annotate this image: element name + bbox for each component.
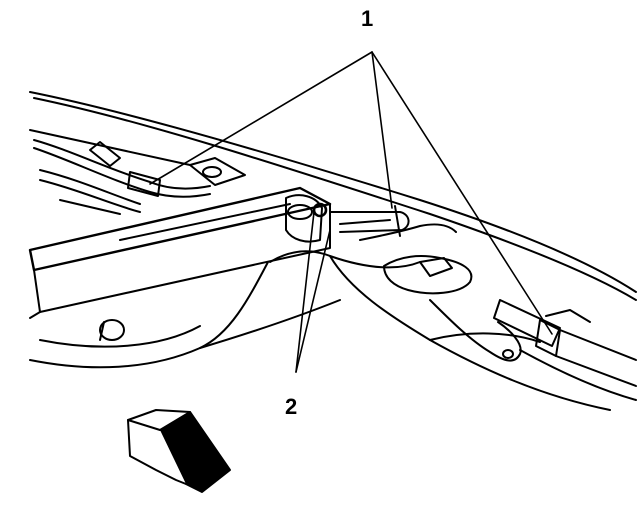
body-outline xyxy=(29,91,637,411)
leader-2b xyxy=(295,229,331,373)
frame-rail xyxy=(28,157,332,341)
callout-label-2: 2 xyxy=(285,394,298,419)
left-pipes xyxy=(33,139,211,215)
center-bracket xyxy=(285,194,457,243)
leader-1c xyxy=(371,51,553,335)
right-bracket xyxy=(383,255,637,387)
leader-1b xyxy=(371,51,393,209)
front-direction-arrow xyxy=(127,409,231,493)
leader-2a xyxy=(295,211,315,373)
callout-label-1: 1 xyxy=(361,6,374,31)
leader-lines xyxy=(149,51,553,373)
leader-1a xyxy=(149,51,373,185)
